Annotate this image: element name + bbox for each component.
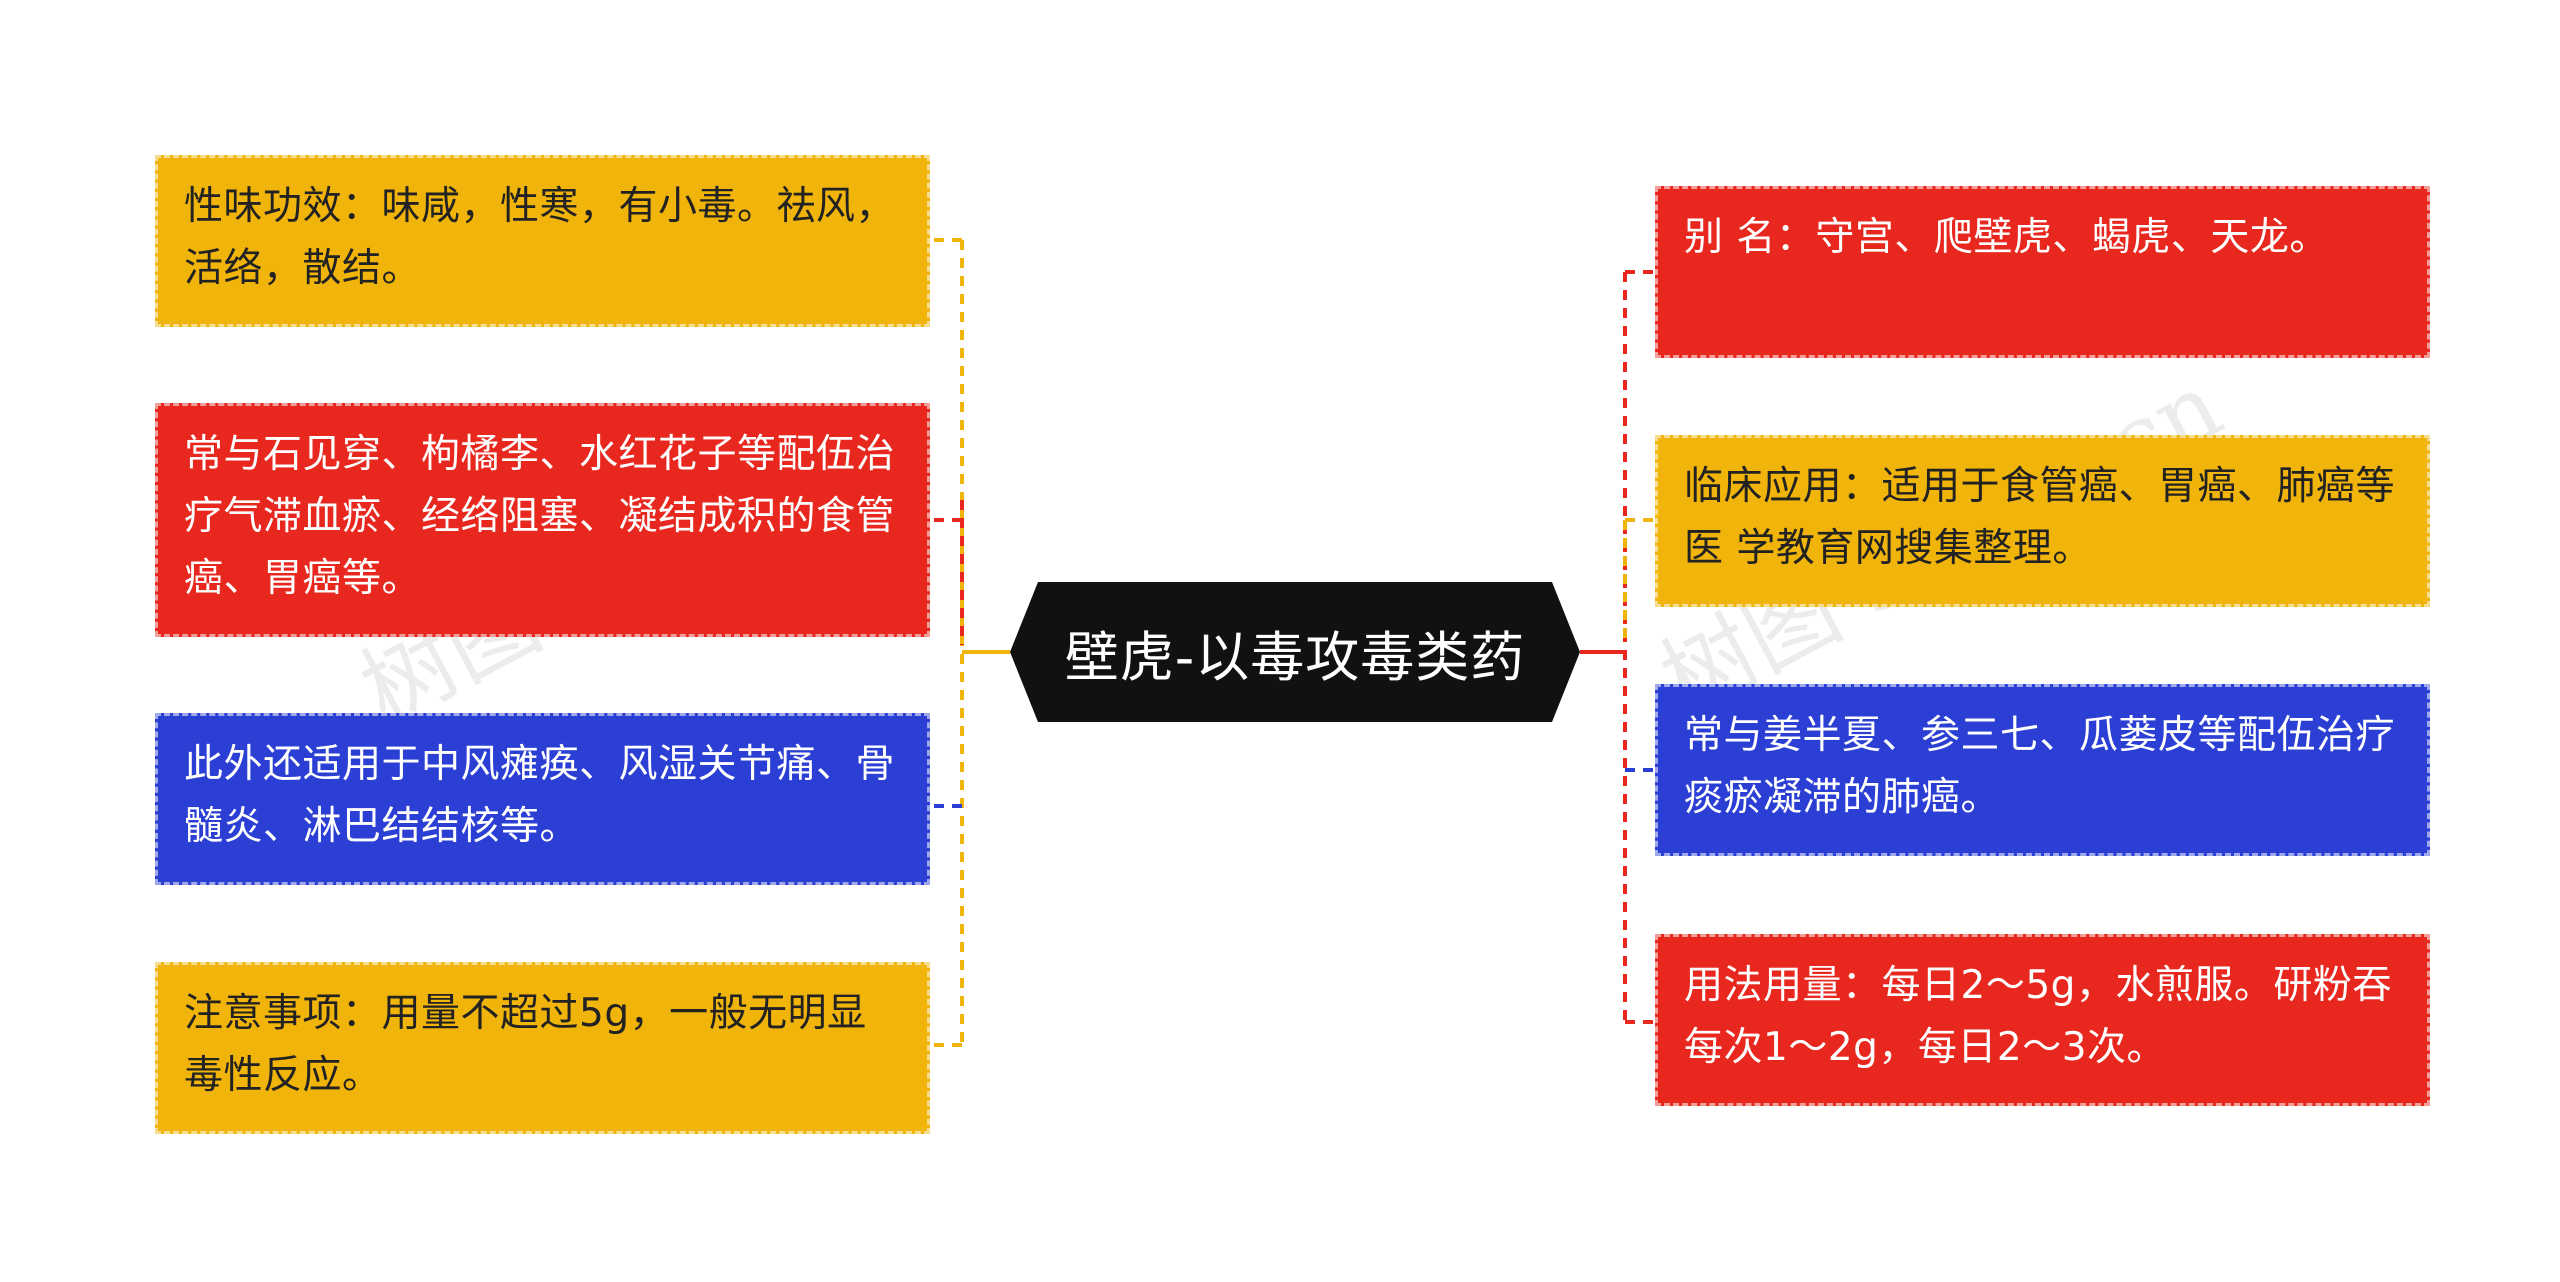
left-node-other-uses-text: 此外还适用于中风瘫痪、风湿关节痛、骨髓炎、淋巴结结核等。 <box>184 742 896 849</box>
left-node-precautions-text: 注意事项：用量不超过5g，一般无明显毒性反应。 <box>184 991 867 1098</box>
left-node-precautions[interactable]: 注意事项：用量不超过5g，一般无明显毒性反应。 <box>155 962 930 1134</box>
right-node-dosage-text: 用法用量：每日2～5g，水煎服。研粉吞每次1～2g，每日2～3次。 <box>1684 963 2392 1070</box>
left-node-combination[interactable]: 常与石见穿、枸橘李、水红花子等配伍治疗气滞血瘀、经络阻塞、凝结成积的食管癌、胃癌… <box>155 403 930 637</box>
central-topic-shape <box>1010 582 1580 722</box>
right-node-aliases[interactable]: 别 名：守宫、爬壁虎、蝎虎、天龙。 <box>1655 186 2430 358</box>
left-node-other-uses[interactable]: 此外还适用于中风瘫痪、风湿关节痛、骨髓炎、淋巴结结核等。 <box>155 713 930 885</box>
right-node-dosage[interactable]: 用法用量：每日2～5g，水煎服。研粉吞每次1～2g，每日2～3次。 <box>1655 934 2430 1106</box>
left-node-properties-text: 性味功效：味咸，性寒，有小毒。祛风，活络，散结。 <box>184 184 896 291</box>
right-node-aliases-text: 别 名：守宫、爬壁虎、蝎虎、天龙。 <box>1684 215 2329 260</box>
central-topic[interactable]: 壁虎-以毒攻毒类药 <box>1010 582 1580 722</box>
left-node-properties[interactable]: 性味功效：味咸，性寒，有小毒。祛风，活络，散结。 <box>155 155 930 327</box>
right-node-clinical-use[interactable]: 临床应用：适用于食管癌、胃癌、肺癌等医 学教育网搜集整理。 <box>1655 435 2430 607</box>
right-node-lung-cancer-text: 常与姜半夏、参三七、瓜蒌皮等配伍治疗痰瘀凝滞的肺癌。 <box>1684 713 2396 820</box>
left-node-combination-text: 常与石见穿、枸橘李、水红花子等配伍治疗气滞血瘀、经络阻塞、凝结成积的食管癌、胃癌… <box>184 432 896 601</box>
right-node-clinical-use-text: 临床应用：适用于食管癌、胃癌、肺癌等医 学教育网搜集整理。 <box>1684 464 2396 571</box>
central-topic-title: 壁虎-以毒攻毒类药 <box>1064 625 1526 689</box>
right-node-lung-cancer[interactable]: 常与姜半夏、参三七、瓜蒌皮等配伍治疗痰瘀凝滞的肺癌。 <box>1655 684 2430 856</box>
